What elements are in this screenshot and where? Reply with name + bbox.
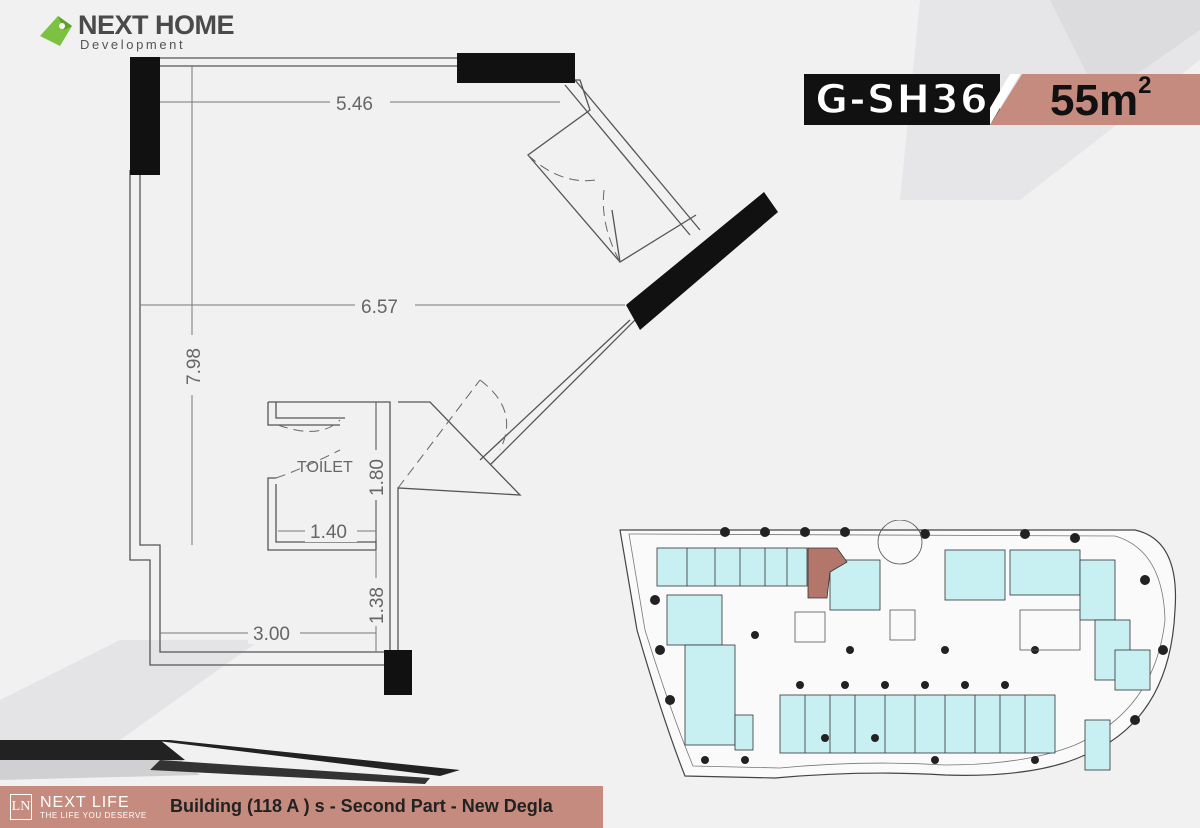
dim-toilet-width: 1.40 [310, 522, 347, 543]
unit-area-sup: 2 [1138, 72, 1152, 100]
unit-code: G-SH36 [815, 76, 989, 124]
brand-tagline: Development [80, 37, 186, 52]
dim-height: 7.98 [184, 348, 205, 385]
leaf-icon [40, 16, 72, 46]
unit-area: 55m2 [1050, 72, 1151, 126]
floor-plan: 5.46 6.57 7.98 1.80 TOILET 1.40 1.38 3.0… [129, 53, 778, 695]
site-trees [650, 527, 1168, 764]
site-key-plan [619, 520, 1177, 779]
dimension-lines [140, 66, 625, 652]
building-title: Building (118 A ) s - Second Part - New … [170, 796, 553, 816]
footer-logo: LN NEXT LIFE THE LIFE YOU DESERVE [10, 790, 147, 824]
footer-logo-tagline: THE LIFE YOU DESERVE [40, 810, 147, 820]
dim-top-width: 5.46 [336, 94, 373, 115]
highlighted-unit [807, 547, 848, 599]
site-features [794, 520, 1081, 651]
plan-walls [129, 57, 701, 666]
room-label-toilet: TOILET [297, 459, 353, 476]
footer-logo-text: NEXT LIFE [40, 793, 130, 811]
footer-bar [0, 786, 603, 828]
ln-logo-mark: LN [10, 794, 32, 820]
dim-bottom-width: 3.00 [253, 624, 290, 645]
dim-lower-height: 1.38 [367, 587, 388, 624]
plan-columns [130, 53, 778, 695]
area-badge-bg [990, 74, 1200, 125]
dim-mid-width: 6.57 [361, 297, 398, 318]
dim-toilet-height: 1.80 [367, 459, 388, 496]
brand-name: NEXT HOME [78, 10, 235, 40]
unit-code-badge: G-SH36 [804, 74, 1000, 125]
site-units [656, 547, 1151, 771]
unit-area-value: 55m [1050, 76, 1139, 125]
door-swings [275, 154, 621, 489]
brand-logo: NEXT HOME Development [38, 10, 238, 54]
